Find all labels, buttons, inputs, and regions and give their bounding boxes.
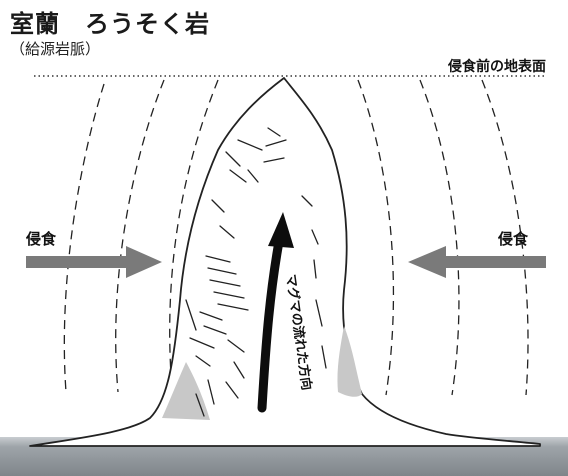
diagram-subtitle: （給源岩脈） [10,40,101,58]
magma-flow-arrow [257,212,294,413]
rock-shadows [162,326,362,420]
erosion-arrow-right [408,246,546,278]
right-layer-lines [357,79,529,396]
ancient-surface-label: 侵食前の地表面 [448,59,546,75]
erosion-label-left: 侵食 [26,230,57,248]
left-layer-lines [63,79,219,393]
diagram-title: 室蘭 ろうそく岩 [10,10,210,38]
candle-rock [29,77,541,447]
rock-crack-lines [185,127,327,417]
erosion-label-right: 侵食 [498,230,529,248]
erosion-arrow-left [26,246,162,278]
